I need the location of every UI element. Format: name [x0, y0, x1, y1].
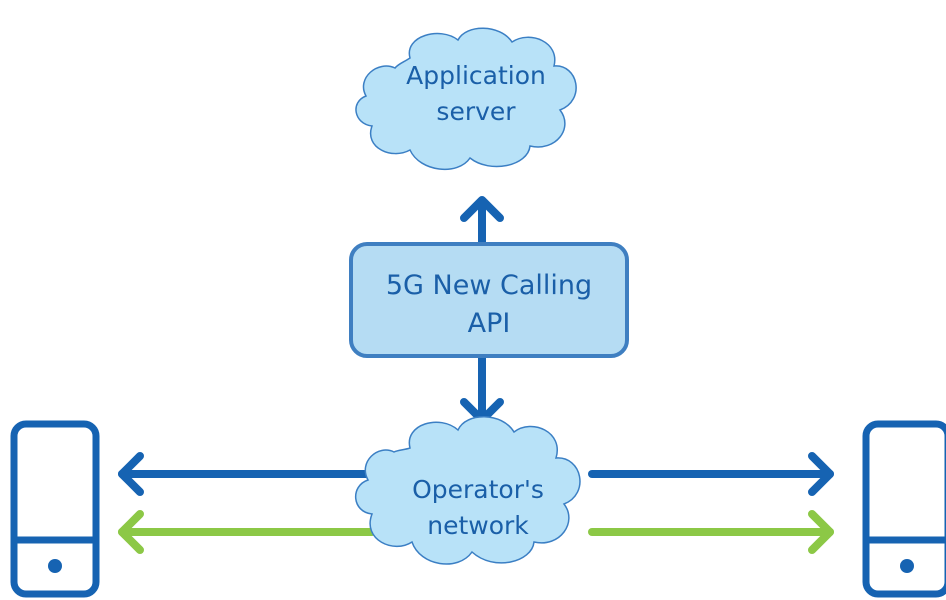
arrow-network-to-right-device-green [588, 510, 834, 554]
application-server-label-line2: server [436, 97, 516, 126]
operator-network-label-line2: network [427, 511, 529, 540]
api-box-label-line1: 5G New Calling [386, 270, 592, 301]
right-smartphone-icon [862, 420, 946, 598]
arrow-network-to-left-device-green [118, 510, 376, 554]
arrow-network-to-right-device-blue [588, 452, 834, 496]
arrow-api-to-server [460, 196, 504, 248]
operator-network-cloud: Operator's network [354, 415, 581, 565]
left-smartphone-icon [10, 420, 100, 598]
application-server-label-line1: Application [406, 61, 546, 90]
application-server-cloud: Application server [355, 27, 577, 171]
operator-network-label-line1: Operator's [412, 475, 544, 504]
arrow-network-to-left-device-blue [118, 452, 376, 496]
api-box-label-line2: API [468, 308, 511, 339]
api-box: 5G New Calling API [349, 242, 629, 358]
arrow-api-to-network [460, 352, 504, 424]
